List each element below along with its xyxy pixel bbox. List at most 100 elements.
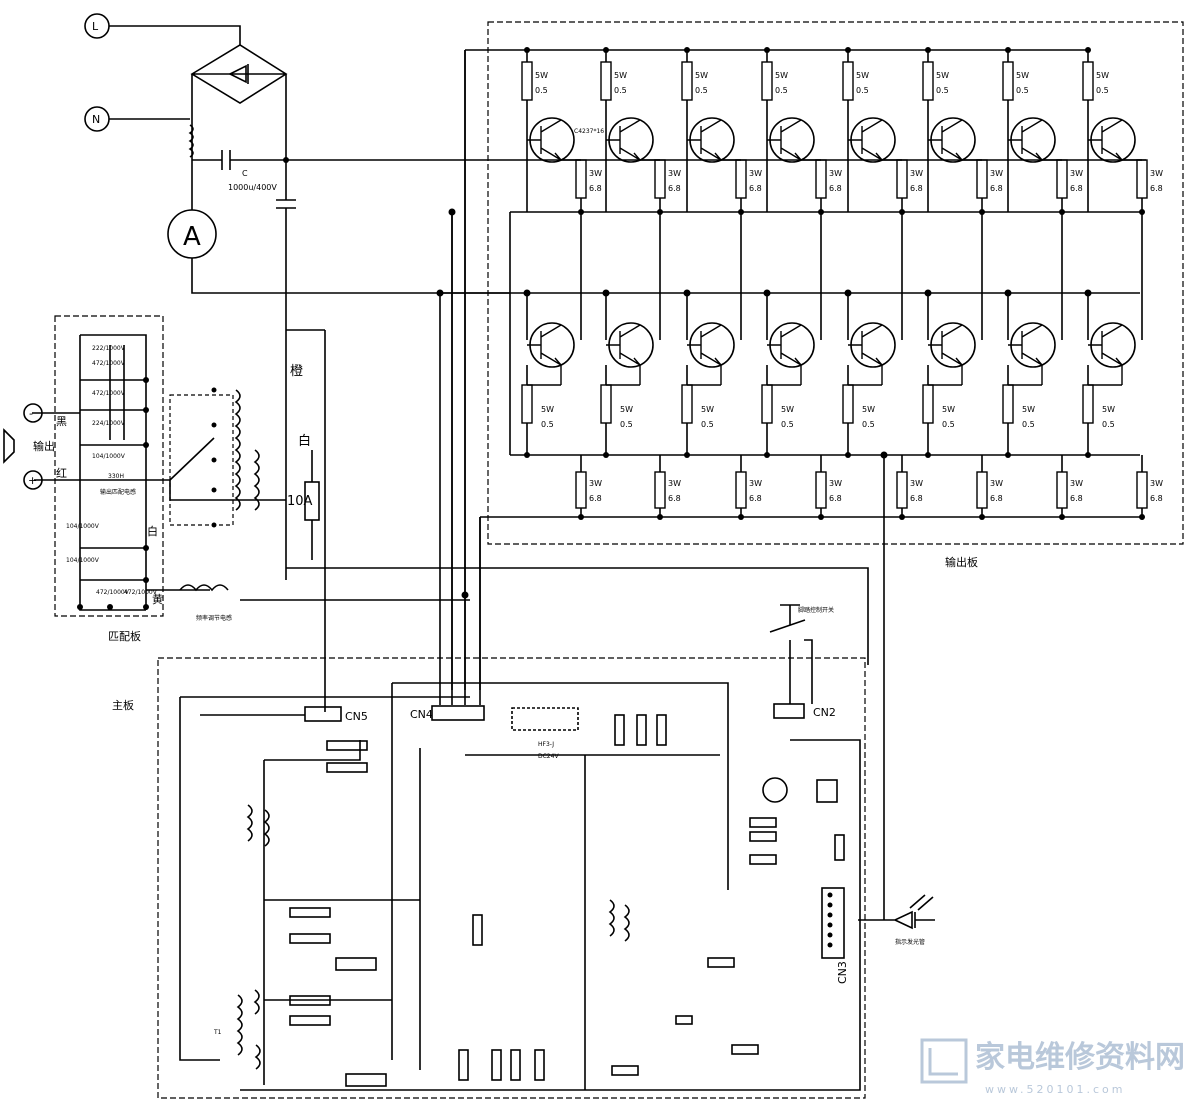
resistor-top-power-7: 5W (1016, 71, 1029, 80)
match-board-label: 匹配板 (108, 629, 141, 643)
tuning-inductor-label: 频率调节电感 (196, 614, 232, 622)
output-label: 输出 (33, 439, 55, 453)
white-wire-label: 白 (298, 433, 311, 449)
resistor-lower-power-3: 5W (701, 405, 714, 414)
resistor-lower3w-value-8: 6.8 (1150, 494, 1163, 503)
match-board-capacitors: 222/1000V472/1000V472/1000V224/1000V104/… (66, 345, 158, 596)
relay-hf3j (511, 707, 579, 731)
resistor-top-power-8: 5W (1096, 71, 1109, 80)
cn5-label: CN5 (345, 710, 368, 723)
resistor-3w-lower-8 (1136, 471, 1148, 509)
inductor-value: 330H (108, 473, 124, 480)
resistor-lower3w-value-1: 6.8 (589, 494, 602, 503)
junction-low-7 (1005, 452, 1011, 458)
resistor-3w-upper-5 (896, 159, 908, 199)
junction-bottom-8 (1139, 514, 1145, 520)
junction-bottom-7 (1059, 514, 1065, 520)
resistor-3w-lower-7 (1056, 471, 1068, 509)
resistor-upper-value-2: 6.8 (668, 184, 681, 193)
watermark-logo-text: 家电维修资料网 (975, 1040, 1185, 1075)
resistor-lower3w-power-5: 3W (910, 479, 923, 488)
indicator-led (858, 910, 935, 930)
junction-bottom-1 (578, 514, 584, 520)
resistor-upper-value-8: 6.8 (1150, 184, 1163, 193)
transistor-part-label: C4237*16 (574, 128, 604, 135)
resistor-lower-power-1: 5W (541, 405, 554, 414)
resistor-top-value-7: 0.5 (1016, 86, 1029, 95)
relay-voltage: DC24V (538, 753, 559, 760)
resistor-lower-power-7: 5W (1022, 405, 1035, 414)
resistor-lower-value-5: 0.5 (862, 420, 875, 429)
resistor-upper-value-1: 6.8 (589, 184, 602, 193)
cn4-label: CN4 (410, 708, 433, 721)
resistor-upper-power-8: 3W (1150, 169, 1163, 178)
match-cap-label-6: 104/1000V (66, 523, 100, 530)
resistor-lower3w-value-7: 6.8 (1070, 494, 1083, 503)
junction-low-6 (925, 452, 931, 458)
junction-top-6 (925, 47, 931, 53)
input-cap-value: 1000u/400V (228, 183, 277, 192)
resistor-3w-lower-5 (896, 471, 908, 509)
resistor-lower3w-power-4: 3W (829, 479, 842, 488)
match-cap-label-4: 224/1000V (92, 420, 126, 427)
output-board-outline (487, 21, 1184, 545)
terminal-n-label: N (92, 113, 100, 126)
junction-low-8 (1085, 452, 1091, 458)
junction-top-1 (524, 47, 530, 53)
resistor-top-power-1: 5W (535, 71, 548, 80)
resistor-5w-lower-4 (761, 384, 773, 424)
resistor-upper-power-2: 3W (668, 169, 681, 178)
resistor-5w-lower-7 (1002, 384, 1014, 424)
resistor-lower3w-value-5: 6.8 (910, 494, 923, 503)
junction-low-4 (764, 452, 770, 458)
connector-cn2 (773, 703, 805, 719)
resistor-5w-top-5 (842, 61, 854, 101)
connector-cn3 (821, 887, 845, 959)
bridge-rectifier (190, 44, 288, 104)
connector-cn4 (431, 705, 485, 721)
match-cap-label-8: 472/1000V (96, 589, 130, 596)
resistor-lower-value-3: 0.5 (701, 420, 714, 429)
junction-top-7 (1005, 47, 1011, 53)
resistor-upper-power-6: 3W (990, 169, 1003, 178)
resistor-5w-lower-1 (521, 384, 533, 424)
resistor-lower-power-6: 5W (942, 405, 955, 414)
resistor-lower-value-6: 0.5 (942, 420, 955, 429)
resistor-top-value-4: 0.5 (775, 86, 788, 95)
resistor-top-power-5: 5W (856, 71, 869, 80)
resistor-lower-value-7: 0.5 (1022, 420, 1035, 429)
match-cap-label-3: 472/1000V (92, 390, 126, 397)
junction-top-8 (1085, 47, 1091, 53)
watermark: 家电维修资料网 www.520101.com (920, 1038, 1185, 1096)
pedal-switch-label: 脚踏控制开关 (798, 606, 834, 614)
relay-label: HF3-J (538, 741, 554, 748)
resistor-upper-value-4: 6.8 (829, 184, 842, 193)
cn2-label: CN2 (813, 706, 836, 719)
resistor-3w-lower-2 (654, 471, 666, 509)
resistor-lower-power-8: 5W (1102, 405, 1115, 414)
resistor-lower3w-value-6: 6.8 (990, 494, 1003, 503)
resistor-lower3w-power-6: 3W (990, 479, 1003, 488)
resistor-5w-top-3 (681, 61, 693, 101)
transformer-label: T1 (213, 1029, 222, 1036)
junction-top-3 (684, 47, 690, 53)
main-board-outline (157, 657, 866, 1099)
resistor-top-value-3: 0.5 (695, 86, 708, 95)
resistor-lower3w-power-7: 3W (1070, 479, 1083, 488)
resistor-3w-lower-4 (815, 471, 827, 509)
output-plus-terminal (23, 470, 43, 490)
orange-wire-label: 橙 (290, 364, 303, 379)
resistor-3w-lower-3 (735, 471, 747, 509)
resistor-top-power-2: 5W (614, 71, 627, 80)
resistor-5w-top-8 (1082, 61, 1094, 101)
main-board-label: 主板 (112, 698, 134, 712)
resistor-5w-top-4 (761, 61, 773, 101)
resistor-top-value-1: 0.5 (535, 86, 548, 95)
resistor-top-value-6: 0.5 (936, 86, 949, 95)
resistor-5w-top-1 (521, 61, 533, 101)
resistor-top-power-6: 5W (936, 71, 949, 80)
white-label-match: 白 (147, 524, 158, 538)
resistor-lower3w-value-4: 6.8 (829, 494, 842, 503)
junction-bottom-6 (979, 514, 985, 520)
junction-bottom-4 (818, 514, 824, 520)
